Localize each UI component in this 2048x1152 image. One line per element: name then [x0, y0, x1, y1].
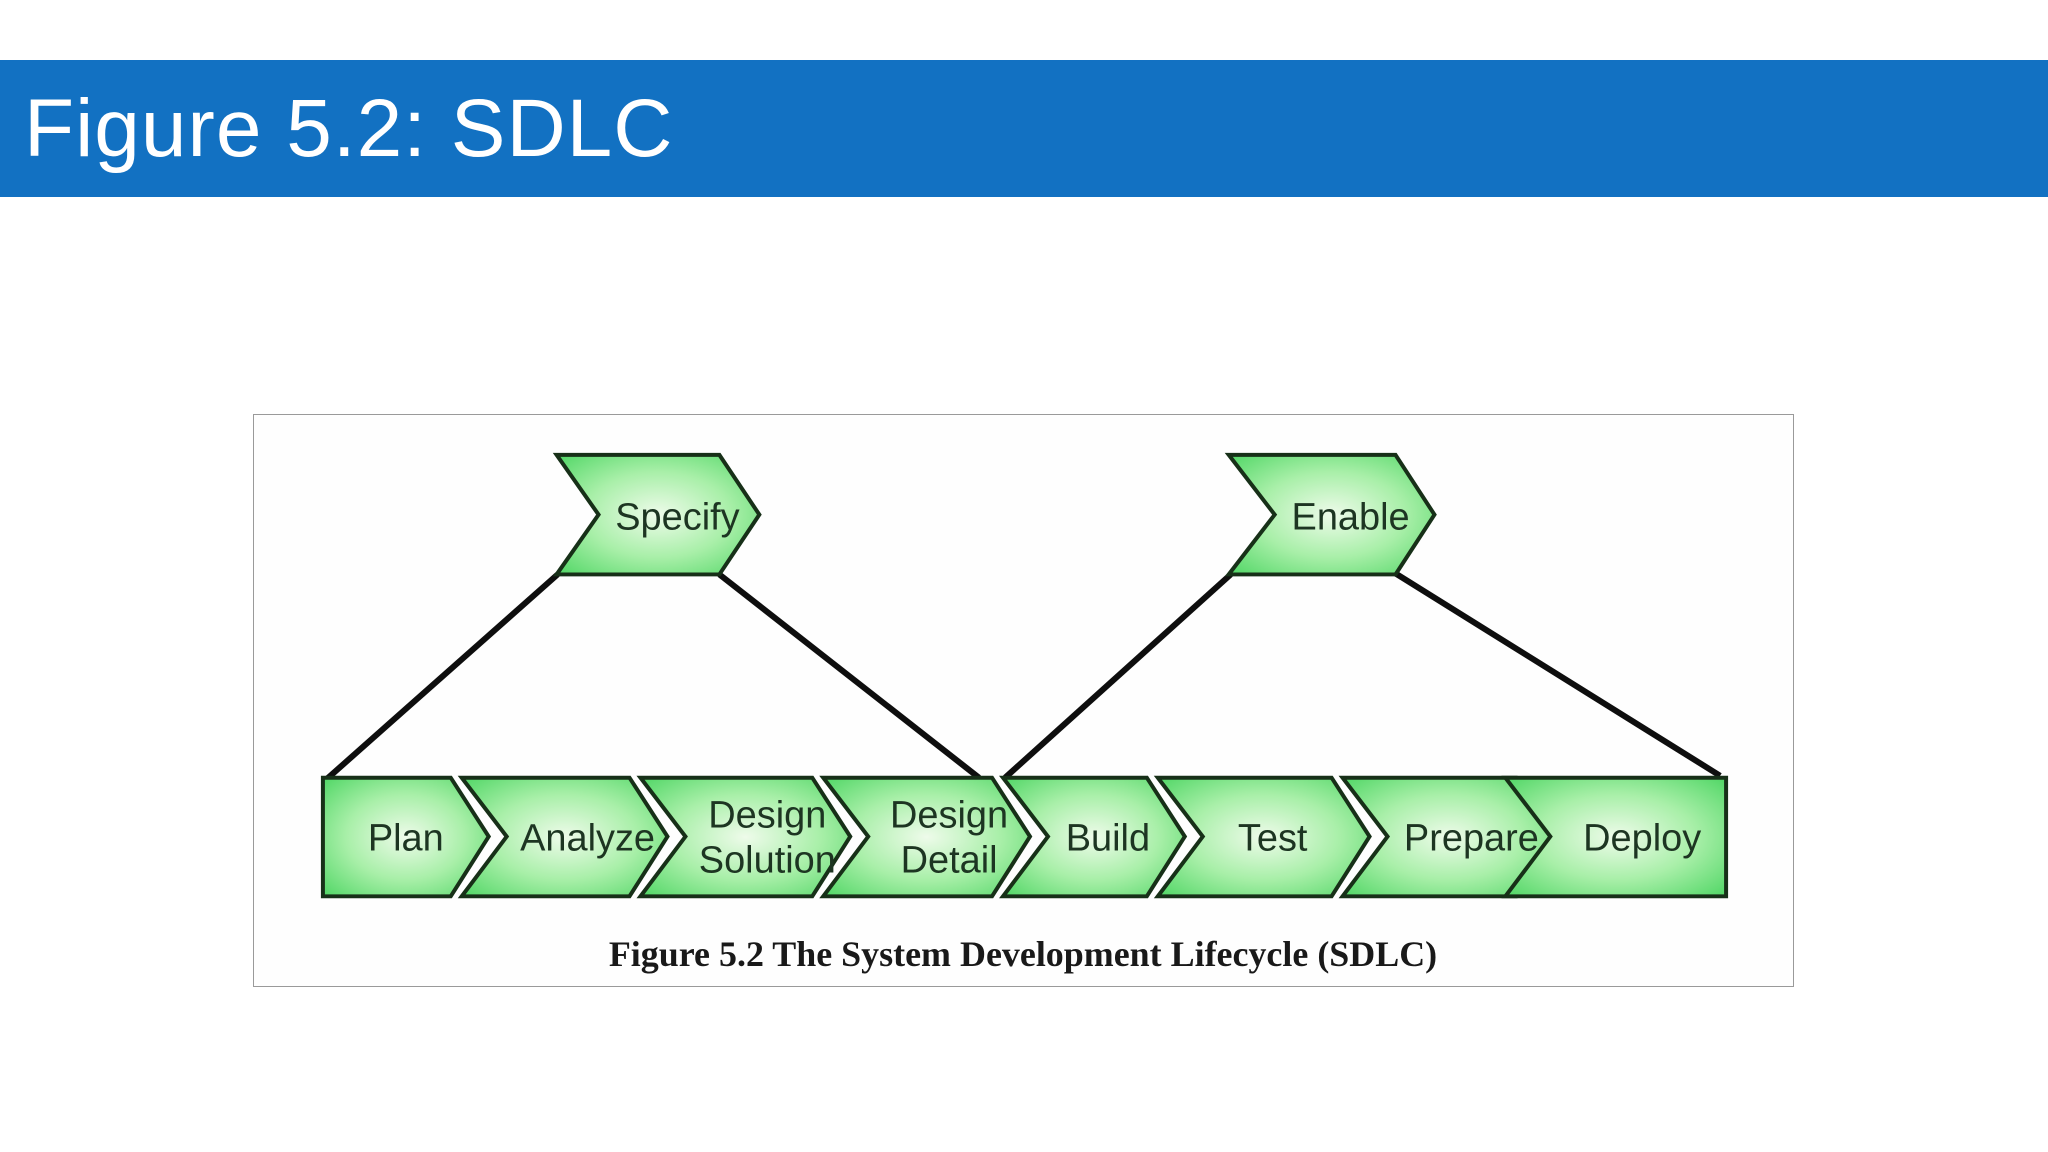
- chevron-analyze-label: Analyze: [520, 818, 655, 860]
- chevron-design-solution-label-line2: Solution: [699, 839, 836, 881]
- chevron-enable-shape: [1224, 452, 1437, 577]
- chevron-plan-label: Plan: [368, 818, 444, 860]
- figure-caption: Figure 5.2 The System Development Lifecy…: [609, 934, 1437, 974]
- chevron-design-solution: Design Solution: [636, 775, 853, 899]
- chevron-enable-label: Enable: [1292, 497, 1410, 539]
- chevron-specify-shape: [552, 452, 762, 577]
- header-bar: Figure 5.2: SDLC: [0, 60, 2048, 197]
- chevron-test-shape: [1153, 775, 1372, 899]
- chevron-design-detail-label-line1: Design: [890, 795, 1008, 837]
- chevron-deploy: Deploy: [1501, 775, 1729, 899]
- chevron-design-detail: Design Detail: [819, 775, 1033, 899]
- chevron-build-label: Build: [1066, 818, 1150, 860]
- chevron-analyze-shape: [457, 775, 670, 899]
- chevron-enable: Enable: [1224, 452, 1437, 577]
- connector-enable-left: [1003, 572, 1233, 780]
- chevron-build-shape: [998, 775, 1188, 899]
- chevron-plan: Plan: [320, 775, 492, 899]
- chevron-prepare-label: Prepare: [1404, 818, 1539, 860]
- chevron-analyze: Analyze: [457, 775, 670, 899]
- chevron-design-detail-label-line2: Detail: [901, 839, 998, 881]
- connector-enable-right: [1393, 570, 1722, 779]
- chevron-design-solution-shape: [636, 775, 853, 899]
- chevron-deploy-shape: [1501, 775, 1729, 899]
- connector-specify-left: [323, 572, 560, 782]
- sdlc-diagram: Specify Enable Plan Analyze Design Solut…: [320, 452, 1729, 974]
- chevron-specify-label: Specify: [615, 497, 739, 539]
- chevron-test-label: Test: [1238, 818, 1308, 860]
- chevron-deploy-label: Deploy: [1583, 818, 1701, 860]
- chevron-specify: Specify: [552, 452, 762, 577]
- chevron-test: Test: [1153, 775, 1372, 899]
- figure-panel: Specify Enable Plan Analyze Design Solut…: [253, 414, 1794, 987]
- chevron-design-detail-shape: [819, 775, 1033, 899]
- chevron-plan-shape: [320, 775, 492, 899]
- chevron-build: Build: [998, 775, 1188, 899]
- connector-specify-right: [717, 572, 981, 781]
- chevron-design-solution-label-line1: Design: [708, 795, 826, 837]
- slide-title: Figure 5.2: SDLC: [24, 82, 674, 174]
